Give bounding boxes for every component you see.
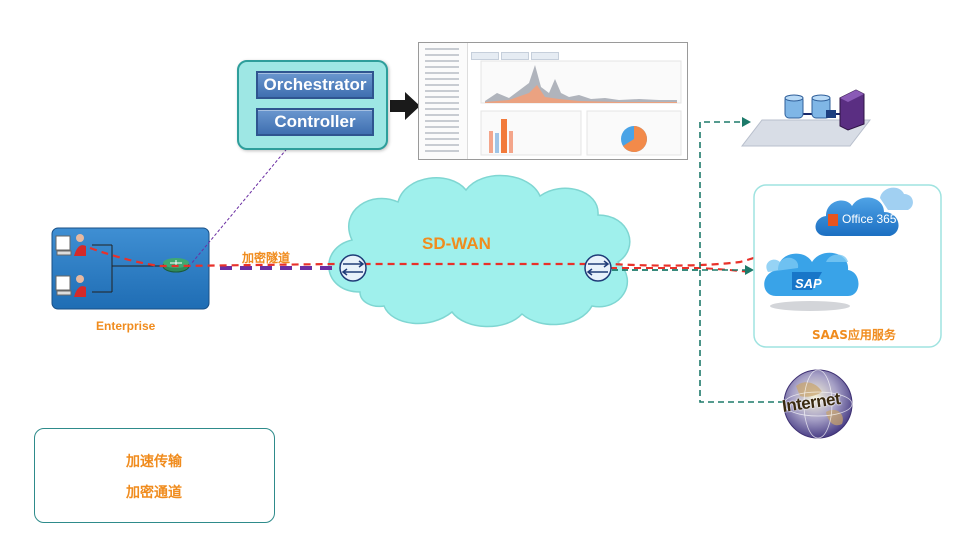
saas-services (753, 184, 942, 348)
internet-link (699, 270, 784, 403)
saas-label: SAAS应用服务 (812, 328, 896, 342)
pc-user-icon (55, 234, 86, 256)
dashboard-tabs (471, 45, 561, 60)
dashboard-screenshot (418, 42, 688, 160)
arrow-right-icon (745, 265, 754, 275)
controller-button[interactable]: Controller (256, 108, 374, 136)
enterprise-site (51, 227, 210, 310)
sdwan-cloud (328, 174, 631, 328)
legend-encrypted-label: 加密通道 (126, 485, 182, 501)
tunnel-label: 加密隧道 (242, 251, 291, 265)
orchestrator-button[interactable]: Orchestrator (256, 71, 374, 99)
control-link (190, 144, 291, 265)
sap-label: SAP (795, 276, 822, 291)
controller-panel: Orchestrator Controller (237, 60, 388, 150)
arrow-right-icon (742, 117, 751, 127)
cloud-icon (764, 252, 859, 311)
sdwan-label: SD-WAN (422, 234, 491, 253)
server-icon (811, 94, 831, 119)
legend (34, 428, 275, 523)
legend-accelerated-label: 加速传输 (126, 454, 182, 470)
globe-icon (783, 369, 853, 439)
switch-icon (584, 254, 612, 282)
dashboard-charts (480, 60, 682, 156)
arrow-right-icon (390, 92, 420, 120)
switch-icon (339, 254, 367, 282)
server-icon (784, 94, 804, 119)
enterprise-label: Enterprise (96, 319, 156, 333)
cloud-icon (815, 187, 913, 236)
datacenter (740, 89, 872, 147)
dashboard-sidebar (419, 43, 468, 159)
accelerated-line (89, 225, 827, 268)
office365-label: Office 365 (842, 212, 897, 226)
pc-user-icon (55, 275, 86, 297)
server-icon (839, 89, 865, 131)
